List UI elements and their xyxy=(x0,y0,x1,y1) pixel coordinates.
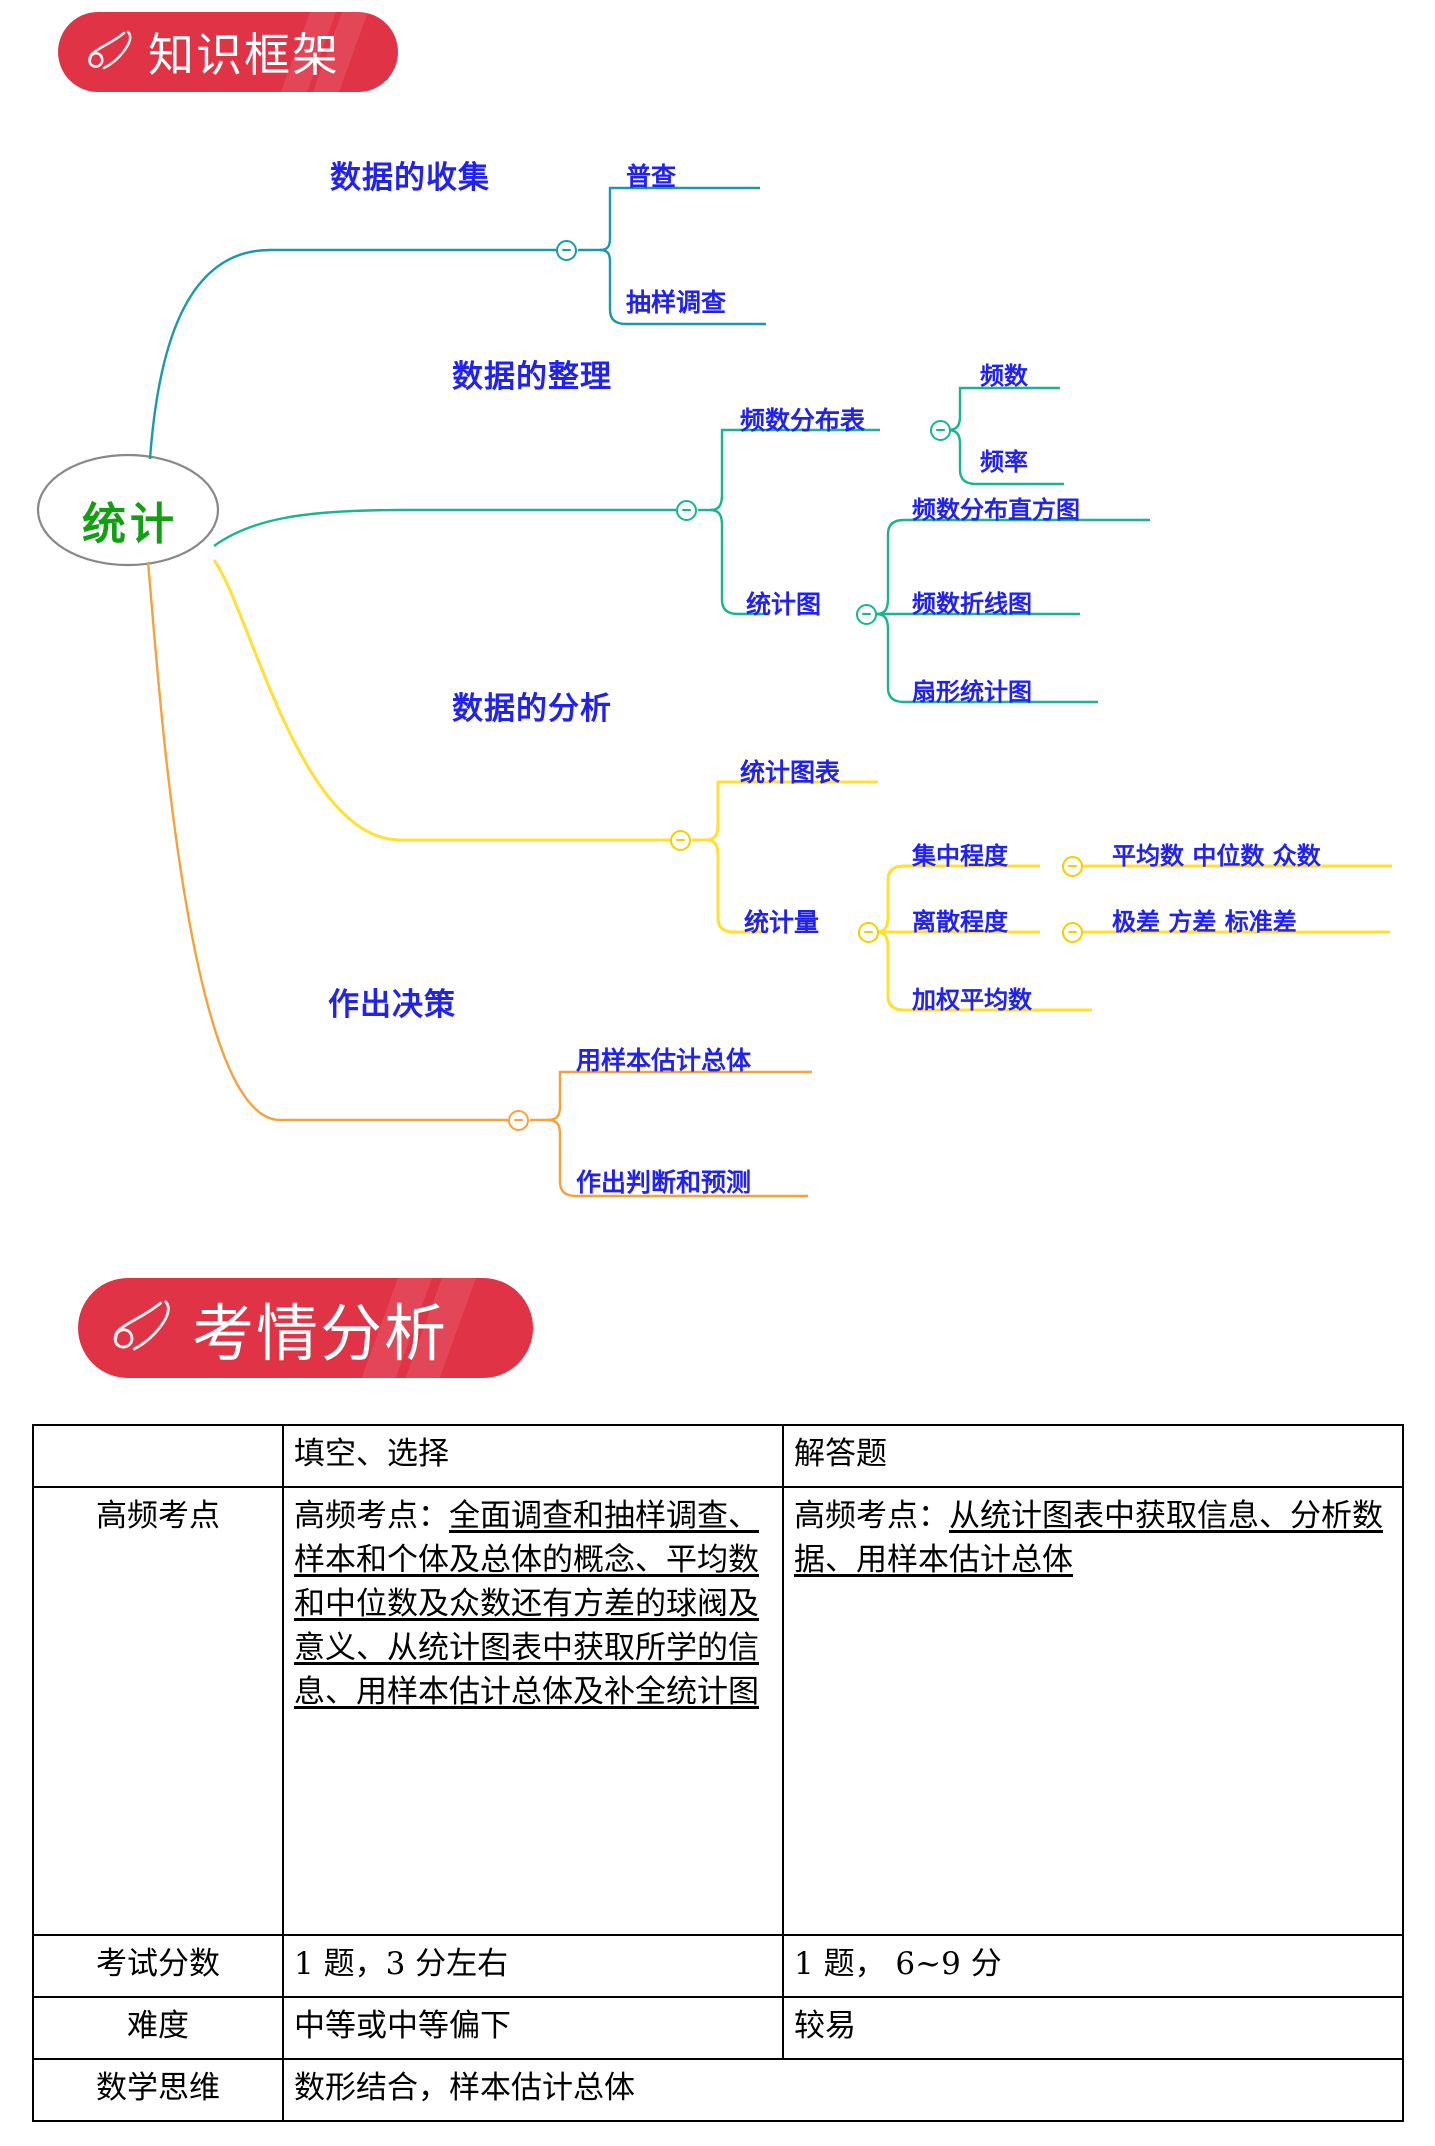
knowledge-framework-badge: 知识框架 xyxy=(58,12,398,92)
node-pinshufenbubiao[interactable]: 频数分布表 xyxy=(740,406,866,435)
minus-bar xyxy=(562,249,571,251)
collapse-minus-icon[interactable] xyxy=(670,830,691,851)
collapse-minus-icon[interactable] xyxy=(1062,922,1083,943)
knowledge-framework-badge-label: 知识框架 xyxy=(148,28,340,82)
row-label-gaopinkaodian: 高频考点 xyxy=(32,1486,284,1937)
minus-bar xyxy=(1068,865,1077,867)
cell-kaoshifenshu-a: 1 题，3 分左右 xyxy=(282,1934,784,1999)
cell-nandu-a: 中等或中等偏下 xyxy=(282,1996,784,2061)
minus-bar xyxy=(676,839,685,841)
cell-nandu-b: 较易 xyxy=(782,1996,1404,2061)
mindmap-canvas: 统计 数据的收集 #t1::after{background:#1a9aa8} … xyxy=(0,110,1435,1250)
mindmap-connectors xyxy=(36,186,1392,1198)
check-mark-icon xyxy=(108,1295,184,1361)
node-shujudeshouji[interactable]: 数据的收集 xyxy=(330,160,490,196)
center-node-label: 统计 xyxy=(82,499,178,550)
check-mark-icon xyxy=(84,27,142,77)
table-row: 数学思维 数形结合，样本估计总体 xyxy=(32,2058,1404,2123)
node-yongyangbengujizongti[interactable]: 用样本估计总体 xyxy=(576,1046,752,1075)
node-chouyangdiaocha[interactable]: 抽样调查 xyxy=(626,288,727,317)
cell-gaopinkaodian-a: 高频考点：全面调查和抽样调查、样本和个体及总体的概念、平均数和中位数及众数还有方… xyxy=(282,1486,784,1937)
cell-shuxuesiwei-a: 数形结合，样本估计总体 xyxy=(282,2058,1404,2123)
node-pinshufenbuzhifangtu[interactable]: 频数分布直方图 xyxy=(912,496,1080,524)
collapse-minus-icon[interactable] xyxy=(856,604,877,625)
cell-underlined: 从统计图表中获取信息、分析数据、用样本估计总体 xyxy=(794,1498,1383,1579)
node-jiaquanpingjunshu[interactable]: 加权平均数 xyxy=(912,986,1032,1014)
table-header-col-a: 填空、选择 xyxy=(282,1423,784,1489)
branch-connector-2 xyxy=(213,386,1150,704)
table-header-col-b: 解答题 xyxy=(782,1423,1404,1489)
exam-analysis-badge: 考情分析 xyxy=(78,1278,533,1378)
branch-connector-1 xyxy=(148,186,766,460)
table-header-row: 填空、选择 解答题 xyxy=(32,1423,1404,1489)
cell-underlined: 全面调查和抽样调查、样本和个体及总体的概念、平均数和中位数及众数还有方差的球阀及… xyxy=(294,1498,759,1711)
branch-connector-4 xyxy=(146,561,812,1198)
node-zuochujuece[interactable]: 作出决策 xyxy=(328,987,456,1023)
collapse-minus-icon[interactable] xyxy=(930,420,951,441)
cell-kaoshifenshu-b: 1 题， 6~9 分 xyxy=(782,1934,1404,1999)
node-tongjitu[interactable]: 统计图 xyxy=(746,590,822,619)
collapse-minus-icon[interactable]: #t1::after{background:#1a9aa8} xyxy=(556,240,577,261)
row-label-kaoshifenshu: 考试分数 xyxy=(32,1934,284,1999)
exam-analysis-table: 填空、选择 解答题 高频考点 高频考点：全面调查和抽样调查、样本和个体及总体的概… xyxy=(32,1423,1404,2123)
collapse-minus-icon[interactable] xyxy=(1062,856,1083,877)
node-lisanchengdu[interactable]: 离散程度 xyxy=(912,908,1008,936)
node-pinshuzhexiantu[interactable]: 频数折线图 xyxy=(912,590,1032,618)
collapse-minus-icon[interactable] xyxy=(508,1110,529,1131)
cell-gaopinkaodian-b: 高频考点：从统计图表中获取信息、分析数据、用样本估计总体 xyxy=(782,1486,1404,1937)
node-shanxingtongjitu[interactable]: 扇形统计图 xyxy=(912,678,1032,706)
cell-prefix: 高频考点： xyxy=(794,1498,949,1535)
node-jizhongchengdu[interactable]: 集中程度 xyxy=(912,842,1008,870)
minus-bar xyxy=(682,509,691,511)
node-pinshu[interactable]: 频数 xyxy=(980,362,1028,390)
collapse-minus-icon[interactable] xyxy=(858,922,879,943)
node-tongjitubiao[interactable]: 统计图表 xyxy=(740,758,841,787)
cell-prefix: 高频考点： xyxy=(294,1498,449,1535)
row-label-nandu: 难度 xyxy=(32,1996,284,2061)
exam-analysis-badge-label: 考情分析 xyxy=(192,1297,449,1370)
row-label-shuxuesiwei: 数学思维 xyxy=(32,2058,284,2123)
node-shujudezhengli[interactable]: 数据的整理 xyxy=(452,359,612,395)
minus-bar xyxy=(936,429,945,431)
node-lisanchengdu-values[interactable]: 极差 方差 标准差 xyxy=(1112,908,1297,936)
table-corner-cell xyxy=(32,1423,284,1489)
table-row: 难度 中等或中等偏下 较易 xyxy=(32,1996,1404,2061)
table-row: 考试分数 1 题，3 分左右 1 题， 6~9 分 xyxy=(32,1934,1404,1999)
node-zuochupanduanheyuce[interactable]: 作出判断和预测 xyxy=(576,1168,752,1197)
minus-bar xyxy=(1068,931,1077,933)
minus-bar xyxy=(864,931,873,933)
node-puucha[interactable]: 普查 xyxy=(626,162,677,191)
collapse-minus-icon[interactable] xyxy=(676,500,697,521)
table-row: 高频考点 高频考点：全面调查和抽样调查、样本和个体及总体的概念、平均数和中位数及… xyxy=(32,1486,1404,1937)
minus-bar xyxy=(514,1119,523,1121)
node-pinlv[interactable]: 频率 xyxy=(980,448,1028,476)
center-node-ellipse xyxy=(36,453,220,567)
node-tongjiliang[interactable]: 统计量 xyxy=(744,908,820,937)
node-jizhongchengdu-values[interactable]: 平均数 中位数 众数 xyxy=(1112,842,1321,870)
node-shujudefenxi[interactable]: 数据的分析 xyxy=(452,691,612,727)
minus-bar xyxy=(862,613,871,615)
